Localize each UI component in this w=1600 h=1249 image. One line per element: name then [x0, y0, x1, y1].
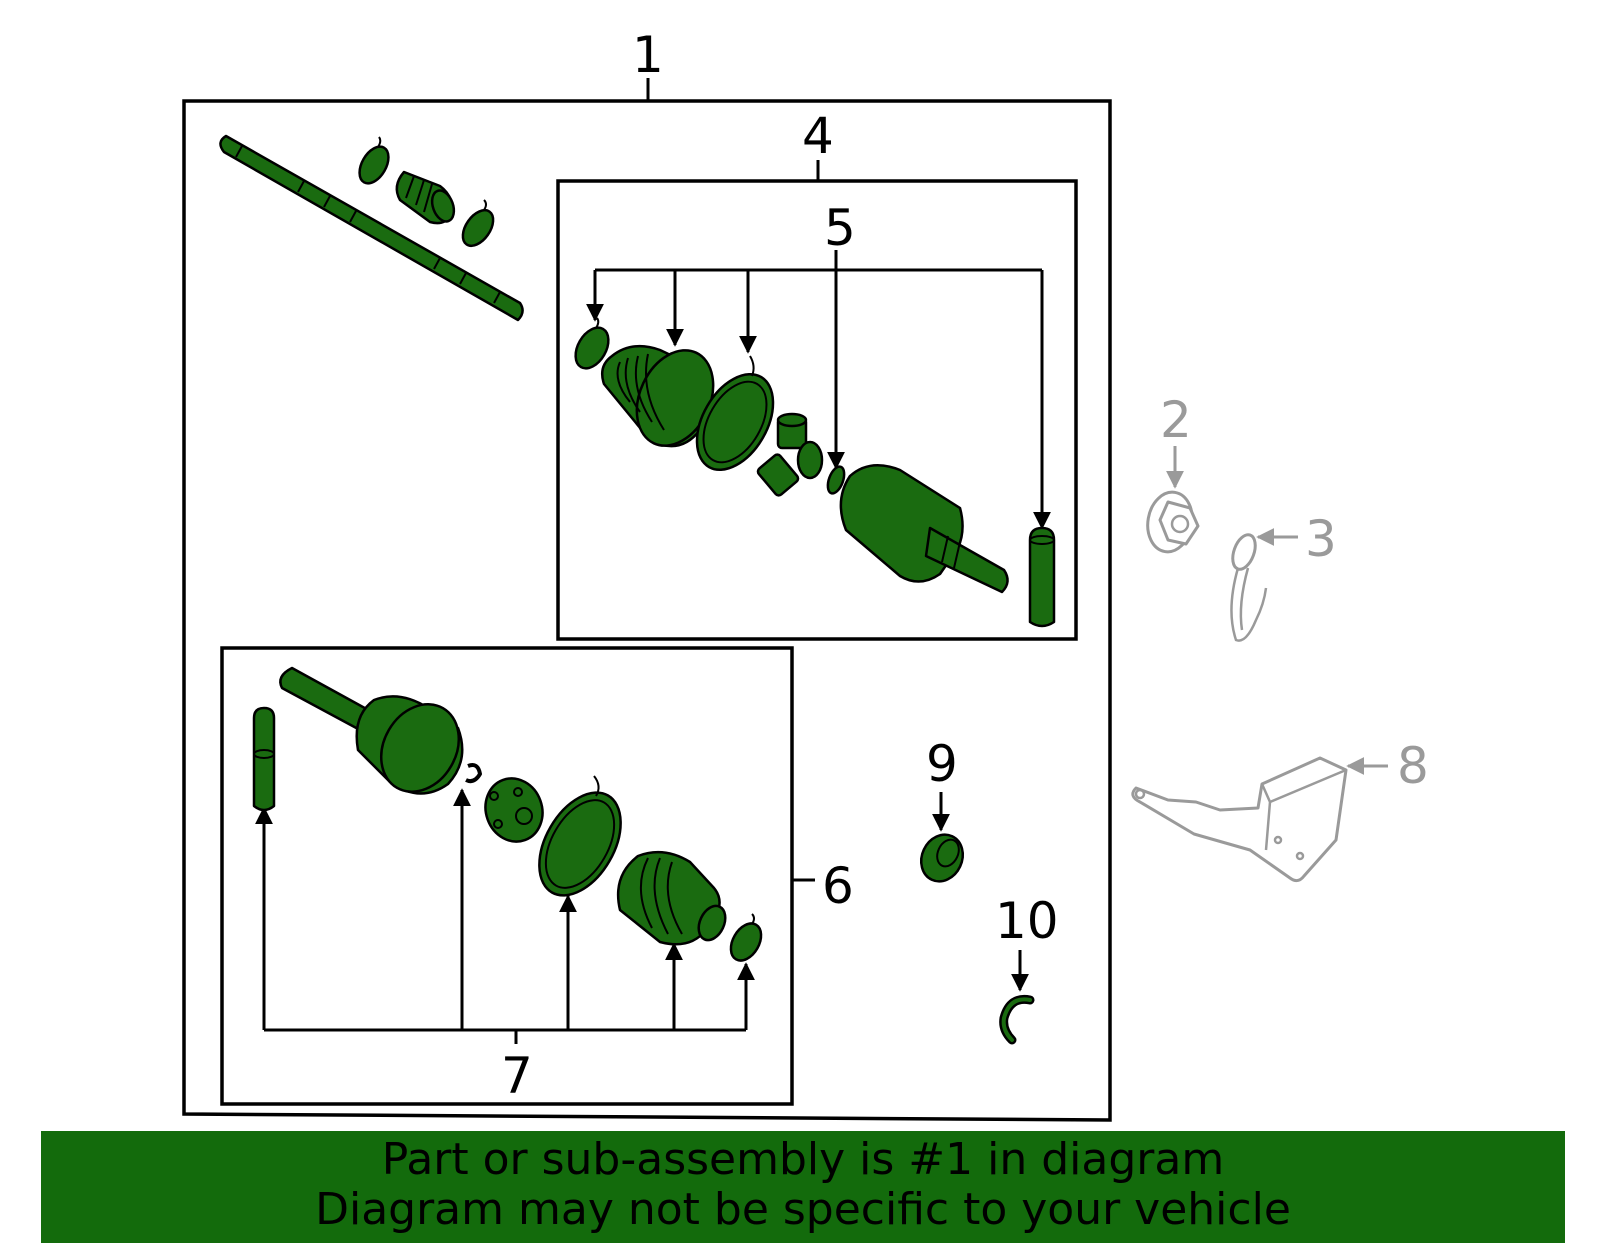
outer-joint-housing[interactable]	[839, 463, 1009, 594]
callout-10[interactable]: 10	[995, 892, 1059, 950]
snap-ring-5[interactable]	[825, 464, 848, 495]
damper-boot[interactable]	[395, 170, 458, 225]
shaft-clamp-small-1[interactable]	[354, 136, 395, 188]
inner-joint-box-6	[220, 646, 815, 1106]
inner-cv-boot[interactable]	[616, 850, 730, 946]
notice-line-2: Diagram may not be specific to your vehi…	[315, 1184, 1291, 1235]
outer-boot-clamp-small[interactable]	[569, 317, 615, 374]
callout-6[interactable]: 6	[822, 857, 854, 915]
callout-4[interactable]: 4	[802, 107, 834, 165]
bracket-8[interactable]	[1131, 756, 1348, 883]
callout-2[interactable]: 2	[1160, 391, 1192, 449]
callout-9[interactable]: 9	[926, 735, 958, 793]
dust-seal-9[interactable]	[914, 828, 971, 888]
outer-boot-clamp-large[interactable]	[681, 355, 788, 483]
callout-3[interactable]: 3	[1305, 510, 1337, 568]
snap-ring-7[interactable]	[465, 763, 482, 784]
outer-joint-box-4	[556, 160, 1078, 641]
boot-kit-leaders-7	[255, 788, 755, 1044]
assembly-frame-1	[182, 78, 1112, 1122]
inner-race-cage[interactable]	[477, 770, 552, 849]
tripod-joint-spider[interactable]	[756, 412, 824, 497]
clip-10[interactable]	[999, 994, 1035, 1045]
boot-kit-leaders-5	[586, 250, 1051, 530]
inner-boot-clamp-large[interactable]	[523, 775, 638, 909]
grease-tube-7[interactable]	[252, 706, 276, 812]
callout-8[interactable]: 8	[1397, 737, 1429, 795]
inner-boot-clamp-small[interactable]	[725, 913, 768, 966]
callout-1[interactable]: 1	[632, 26, 664, 84]
notice-line-1: Part or sub-assembly is #1 in diagram	[381, 1134, 1225, 1185]
grease-tube-5[interactable]	[1028, 526, 1056, 628]
notice-banner: Part or sub-assembly is #1 in diagram Di…	[41, 1131, 1565, 1243]
inner-shaft[interactable]	[219, 134, 524, 322]
shaft-clamp-small-2[interactable]	[457, 199, 500, 251]
axle-nut-2[interactable]	[1143, 489, 1200, 556]
cotter-pin-3[interactable]	[1228, 532, 1268, 642]
inner-joint-housing[interactable]	[279, 666, 474, 806]
callout-7[interactable]: 7	[501, 1047, 533, 1105]
callout-5[interactable]: 5	[824, 199, 856, 257]
